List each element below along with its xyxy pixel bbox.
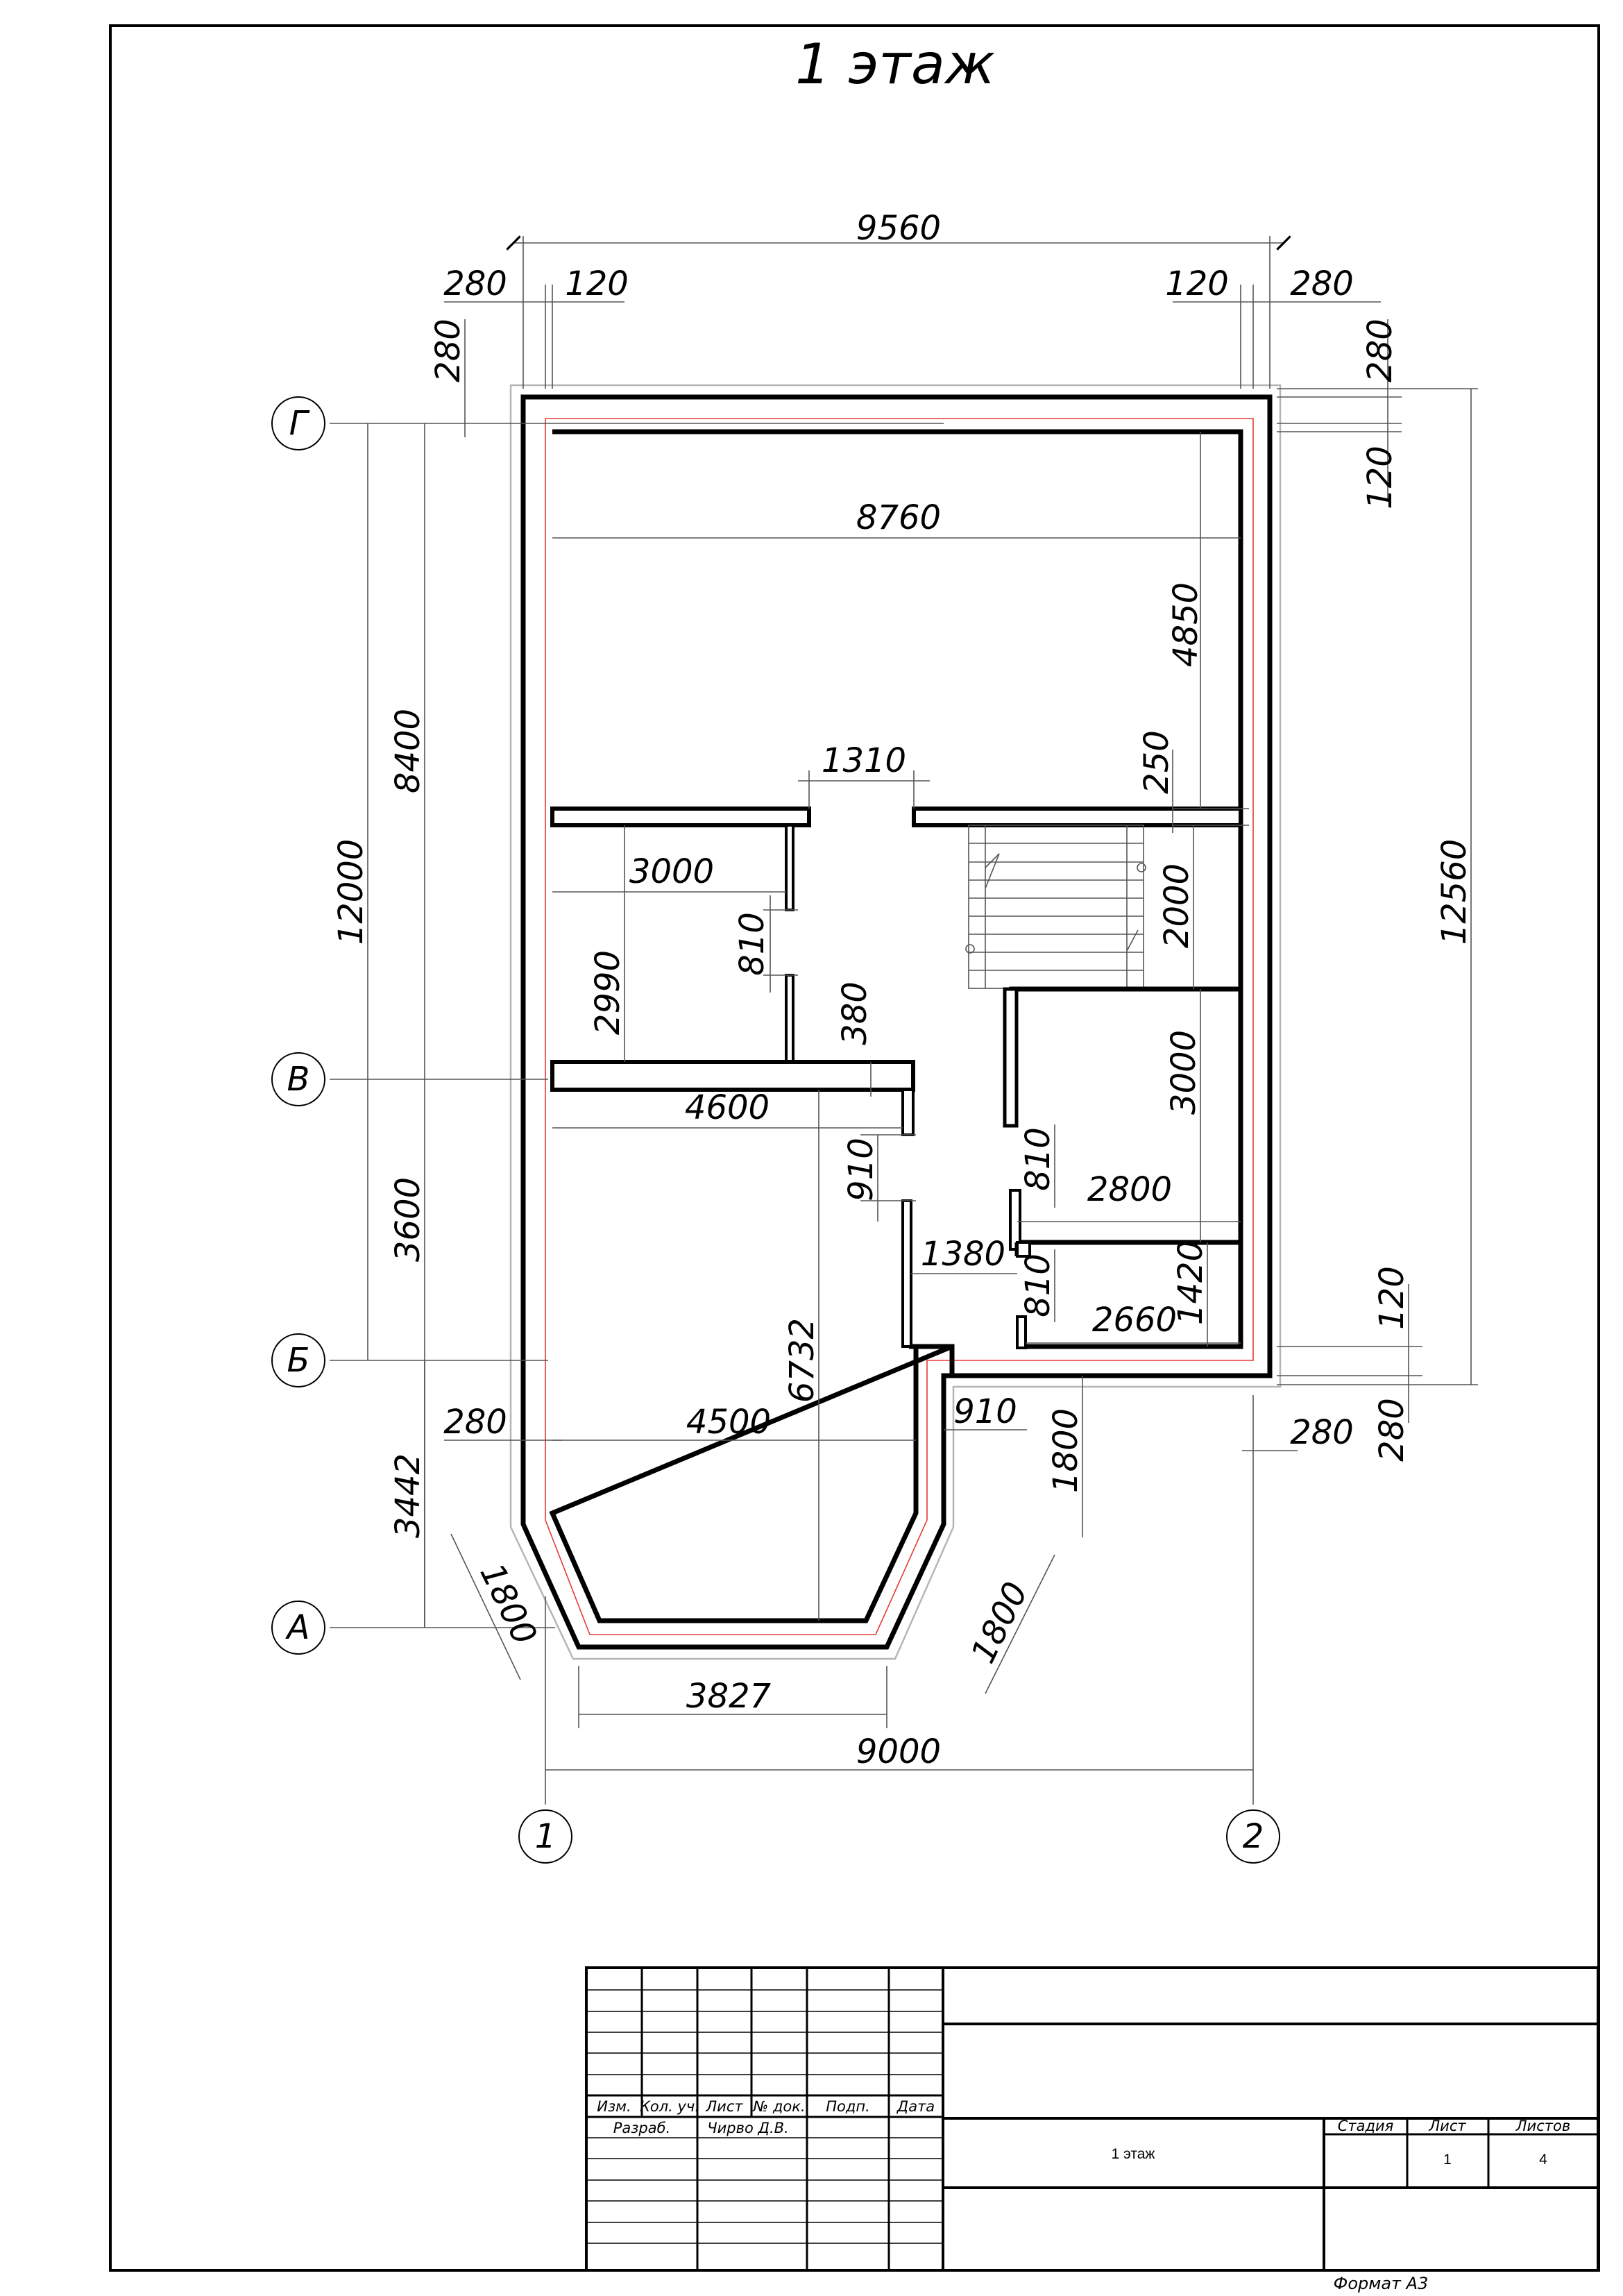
partition-storage-jamb <box>1016 1315 1027 1349</box>
dim-4600: 4600 <box>685 1088 770 1127</box>
tb-header-kol-uch: Кол. уч. <box>640 2098 699 2115</box>
partition-right-room <box>1009 986 1241 1123</box>
partition-right-room-inner <box>1003 987 1019 1128</box>
dim-280-top-right: 280 <box>1290 264 1354 303</box>
dim-1380: 1380 <box>921 1235 1005 1274</box>
dim-8760: 8760 <box>856 498 941 537</box>
dim-1800-vertical: 1800 <box>1046 1408 1085 1493</box>
dim-910-middle: 910 <box>842 1138 881 1201</box>
dim-3600: 3600 <box>389 1177 427 1262</box>
drawing-title: 1 этаж <box>795 32 995 96</box>
dim-120-top-left: 120 <box>565 264 629 303</box>
dim-4500: 4500 <box>686 1403 771 1442</box>
staircase <box>965 825 1146 989</box>
tb-header-list: Лист <box>705 2098 743 2115</box>
axis-label-a: А <box>285 1608 310 1647</box>
dim-280-right-lower: 280 <box>1290 1413 1354 1452</box>
axis-label-g: Г <box>289 404 310 443</box>
tb-developed-label: Разраб. <box>613 2120 671 2136</box>
tb-sheet-name: 1 этаж <box>1112 2146 1155 2162</box>
dim-1420: 1420 <box>1171 1240 1210 1325</box>
dim-8400: 8400 <box>389 709 427 793</box>
foundation-outline <box>509 384 1282 1660</box>
dim-910-lower: 910 <box>953 1392 1017 1431</box>
dim-2990: 2990 <box>588 950 627 1035</box>
dim-810-right-lower: 810 <box>1019 1253 1057 1317</box>
axis-label-v: В <box>287 1060 310 1099</box>
dim-250: 250 <box>1137 730 1176 794</box>
dim-4850: 4850 <box>1166 582 1205 667</box>
title-block <box>585 1966 1599 2272</box>
tb-developer-name: Чирво Д.В. <box>707 2120 788 2136</box>
dim-1310: 1310 <box>822 741 906 780</box>
tb-sheets-label: Листов <box>1515 2118 1570 2134</box>
dim-2000: 2000 <box>1157 863 1196 948</box>
dim-280-top-left: 280 <box>443 264 507 303</box>
outer-wall-outer-line <box>520 394 1273 1650</box>
dim-280-left-lower: 280 <box>443 1403 507 1442</box>
dim-280-left-vertical: 280 <box>429 319 468 382</box>
tb-stage-label: Стадия <box>1338 2118 1394 2134</box>
dim-810-right-upper: 810 <box>1019 1127 1057 1191</box>
dim-3000-right: 3000 <box>1164 1030 1203 1115</box>
dim-3442: 3442 <box>389 1453 427 1538</box>
dim-1800-bay-left: 1800 <box>472 1558 544 1651</box>
dim-9000: 9000 <box>856 1732 941 1771</box>
dim-810-left: 810 <box>733 912 772 976</box>
tb-sheet-value: 1 <box>1443 2152 1452 2168</box>
partition-hall-left <box>550 807 811 827</box>
outer-wall-joint <box>909 1344 955 1376</box>
outer-wall-inner-line <box>549 429 1243 1623</box>
dim-12560: 12560 <box>1435 839 1474 945</box>
dim-2800: 2800 <box>1087 1170 1172 1209</box>
axis-label-2: 2 <box>1243 1817 1264 1856</box>
dim-3827: 3827 <box>686 1677 772 1716</box>
tb-sheets-value: 4 <box>1539 2152 1547 2168</box>
tb-header-doc-no: № док. <box>752 2098 805 2115</box>
partition-bath-door-jamb <box>1016 1241 1031 1258</box>
wall-axis-outline <box>545 418 1254 1635</box>
partition-middle-jamb <box>901 1088 915 1136</box>
axis-label-1: 1 <box>535 1817 556 1856</box>
tb-header-izm: Изм. <box>597 2098 631 2115</box>
dim-6732: 6732 <box>783 1318 822 1403</box>
dim-280-right-vertical: 280 <box>1361 319 1400 382</box>
partition-door-jamb-upper <box>785 824 794 911</box>
partition-door-jamb-lower <box>785 974 794 1063</box>
format-label: Формат А3 <box>1334 2274 1429 2293</box>
dim-12000: 12000 <box>332 839 371 945</box>
dim-2660: 2660 <box>1092 1301 1177 1340</box>
partition-bath-top <box>1014 1208 1241 1245</box>
dimension-lines <box>367 235 1478 1771</box>
dim-1800-bay-right: 1800 <box>964 1576 1036 1669</box>
dim-9560: 9560 <box>856 209 941 248</box>
floor-plan <box>509 384 1282 1660</box>
partition-bath-jamb <box>1009 1189 1021 1251</box>
dim-120-top-right: 120 <box>1165 264 1229 303</box>
dim-380: 380 <box>835 981 874 1045</box>
tb-header-signature: Подп. <box>826 2098 870 2115</box>
grid-axes <box>271 396 1280 1864</box>
dim-120-right-lower: 120 <box>1373 1266 1411 1330</box>
tb-header-date: Дата <box>897 2098 935 2115</box>
partition-hall-right <box>912 807 1243 827</box>
axis-label-b: Б <box>287 1341 310 1380</box>
dim-120-right-vertical: 120 <box>1361 446 1400 509</box>
dim-280-right-lower-vertical: 280 <box>1373 1398 1411 1462</box>
partition-lower-jamb <box>901 1199 912 1348</box>
dim-3000-left: 3000 <box>629 852 714 891</box>
partition-middle <box>550 1060 915 1092</box>
tb-sheet-label: Лист <box>1428 2118 1466 2134</box>
